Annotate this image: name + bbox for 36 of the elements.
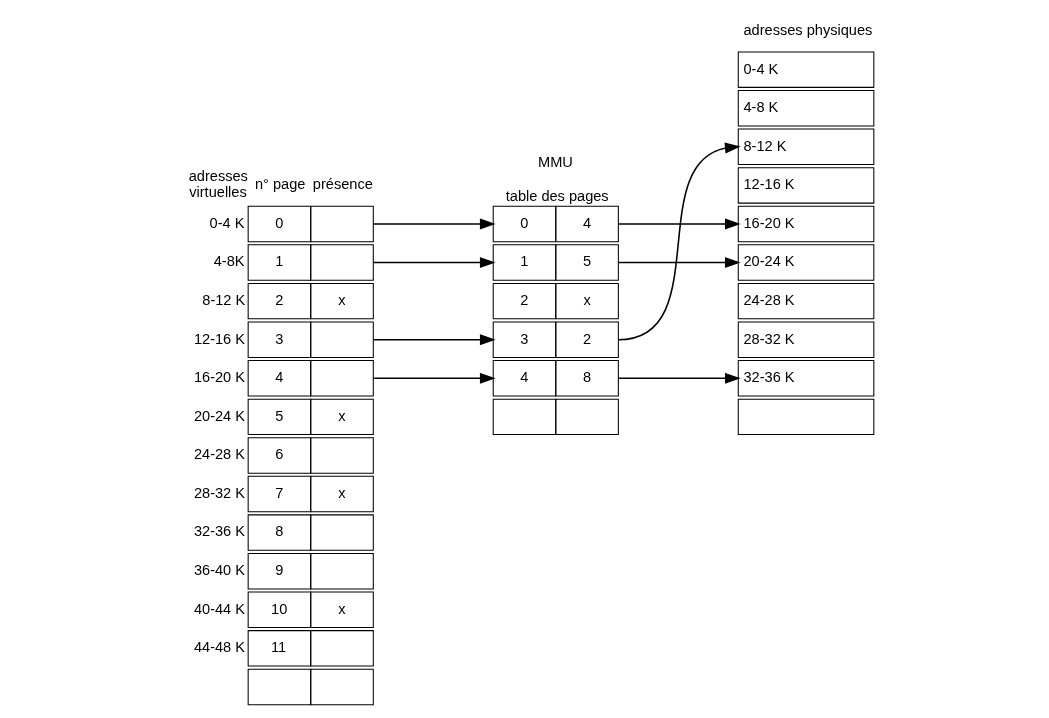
node-label: 8-12 K <box>202 291 246 308</box>
arrow <box>617 142 741 341</box>
label: MMU <box>538 154 573 171</box>
arrow <box>372 257 496 268</box>
label: n° page <box>254 176 306 193</box>
node-box: 12-16 K <box>737 167 875 204</box>
node-label: 36-40 K <box>193 562 245 579</box>
node-box: 8-12 K <box>737 128 875 166</box>
node-box: 4-8 K <box>737 89 875 127</box>
node-label: 12-16 K <box>193 330 245 347</box>
arrow <box>372 372 496 384</box>
node-label: 0-4 K <box>209 214 245 231</box>
label: table des pages <box>505 187 609 204</box>
node-label: 20-24 K <box>193 407 245 424</box>
node-box: 20-24 K <box>737 244 875 281</box>
label: adresses physiques <box>743 21 873 38</box>
node-label: 32-36 K <box>193 523 245 540</box>
node-label: 4-8K <box>213 253 245 270</box>
node-box <box>737 398 875 436</box>
arrow <box>372 218 496 230</box>
arrow <box>617 218 741 230</box>
label: présence <box>312 176 373 193</box>
arrow <box>617 372 741 384</box>
node-box: 16-20 K <box>737 205 875 243</box>
node-box: 28-32 K <box>737 321 875 358</box>
label: adresses virtuelles <box>188 168 248 201</box>
arrow <box>372 334 496 346</box>
node-label: 16-20 K <box>193 369 245 386</box>
node-box: 24-28 K <box>737 282 875 320</box>
node-label: 28-32 K <box>193 484 245 501</box>
node-label: 40-44 K <box>193 600 245 617</box>
node-box: 32-36 K <box>737 360 875 397</box>
arrow <box>617 257 741 268</box>
node-label: 44-48 K <box>193 639 245 656</box>
node-label: 24-28 K <box>193 446 245 463</box>
node-box: 0-4 K <box>737 51 875 88</box>
